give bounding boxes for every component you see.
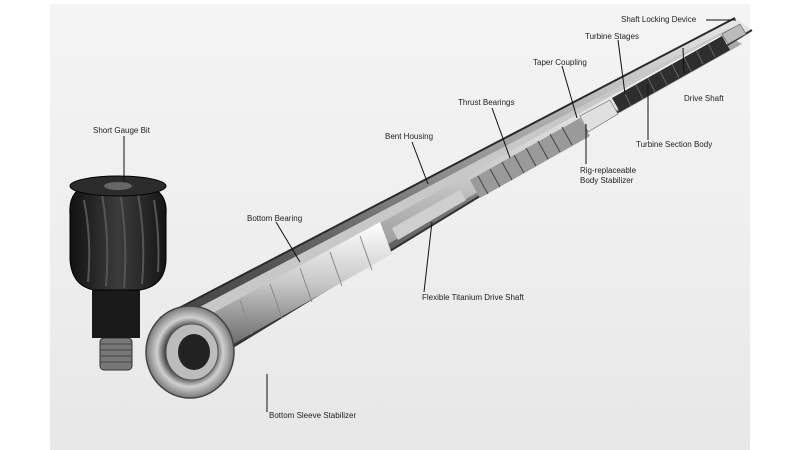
label-flexible-titanium-drive-shaft: Flexible Titanium Drive Shaft [422, 293, 524, 302]
short-gauge-bit [69, 175, 167, 371]
label-bent-housing: Bent Housing [385, 132, 434, 141]
label-turbine-stages: Turbine Stages [585, 32, 639, 41]
label-drive-shaft: Drive Shaft [684, 94, 724, 103]
label-rig-replaceable-body-stabilizer: Rig-replaceable Body Stabilizer [580, 166, 637, 185]
label-short-gauge-bit: Short Gauge Bit [93, 126, 150, 135]
label-bottom-bearing: Bottom Bearing [247, 214, 303, 223]
label-bottom-sleeve-stabilizer: Bottom Sleeve Stabilizer [269, 411, 357, 420]
bottom-sleeve-stabilizer-end [145, 305, 235, 399]
label-taper-coupling: Taper Coupling [533, 58, 587, 67]
label-thrust-bearings: Thrust Bearings [458, 98, 515, 107]
label-turbine-section-body: Turbine Section Body [636, 140, 713, 149]
inner-shaft-assembly [200, 23, 747, 356]
leader-lines [123, 19, 736, 412]
label-shaft-locking-device: Shaft Locking Device [621, 15, 697, 24]
